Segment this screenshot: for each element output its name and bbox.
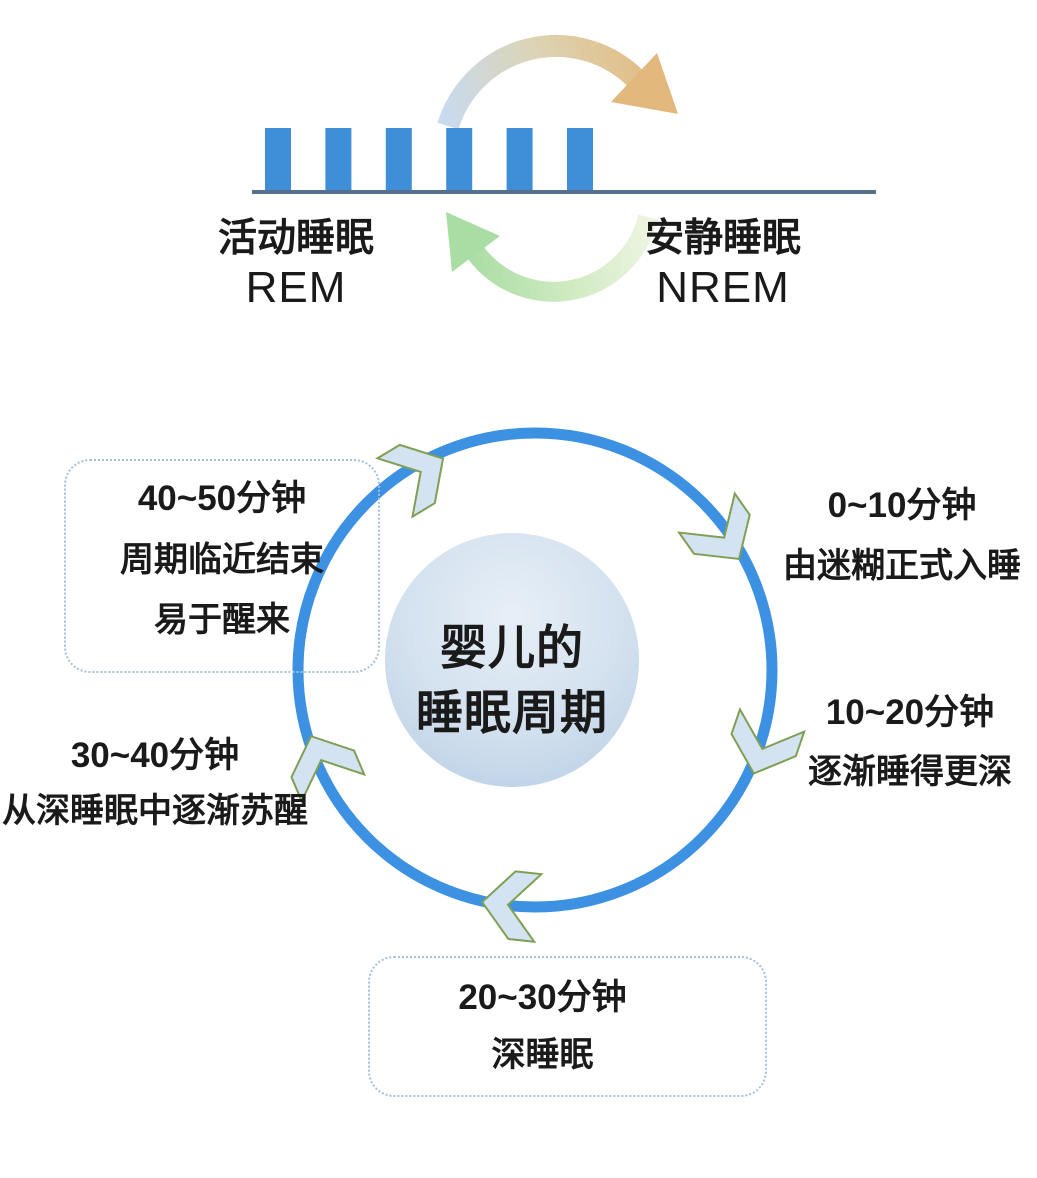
stage-desc: 由迷糊正式入睡 [783, 547, 1021, 585]
center-circle [385, 533, 639, 787]
stage-time: 40~50分钟 [137, 479, 307, 518]
ring-arrows [290, 443, 806, 943]
stage-40-50-box [64, 459, 380, 673]
stage-time: 30~40分钟 [70, 736, 240, 775]
sleep-bar [446, 128, 473, 190]
stage-20-30: 20~30分钟 深睡眠 [346, 978, 739, 1075]
cycle-ring [292, 427, 778, 913]
cycle-arc-top [437, 34, 644, 130]
sleep-bar [325, 128, 352, 190]
stage-desc: 易于醒来 [154, 601, 290, 639]
stage-desc: 逐渐睡得更深 [808, 753, 1012, 791]
sleep-bar [265, 128, 291, 190]
stage-desc: 深睡眠 [491, 1036, 594, 1074]
nrem-label: NREM [656, 263, 790, 312]
sleep-bar [506, 128, 533, 190]
rem-label-block: 活动睡眠 REM [136, 216, 456, 314]
cycle-arc-bottom [468, 214, 658, 302]
center-title: 婴儿的 睡眠周期 [342, 615, 682, 745]
ring-arrow-top-icon [375, 443, 445, 519]
sleep-bar [385, 128, 412, 190]
ring-arrow-right-top-icon [676, 491, 751, 561]
rem-nrem-cycle-icon [437, 34, 678, 302]
stage-desc: 周期临近结束 [120, 541, 324, 579]
cycle-arrowhead-left-icon [446, 212, 500, 272]
stage-time: 0~10分钟 [827, 486, 977, 525]
stage-20-30-box [368, 956, 767, 1097]
stage-desc: 从深睡眠中逐渐苏醒 [2, 792, 308, 830]
stage-30-40: 30~40分钟 从深睡眠中逐渐苏醒 [0, 736, 320, 831]
cycle-arrowhead-right-icon [611, 53, 678, 114]
center-title-line1: 婴儿的 [440, 621, 584, 674]
stage-time: 20~30分钟 [458, 978, 627, 1017]
stage-40-50: 40~50分钟 周期临近结束 易于醒来 [66, 479, 378, 640]
stage-0-10: 0~10分钟 由迷糊正式入睡 [757, 486, 1037, 586]
sleep-bars [265, 128, 593, 190]
ring-arrow-bottom-icon [480, 870, 544, 943]
active-sleep-label: 活动睡眠 [217, 217, 374, 260]
nrem-label-block: 安静睡眠 NREM [563, 216, 883, 314]
center-title-line2: 睡眠周期 [416, 686, 608, 739]
ring-arrow-left-icon [290, 734, 367, 804]
stage-10-20: 10~20分钟 逐渐睡得更深 [765, 693, 1037, 792]
stage-time: 10~20分钟 [825, 693, 995, 732]
quiet-sleep-label: 安静睡眠 [644, 217, 801, 260]
rem-label: REM [245, 263, 347, 312]
sleep-bar [567, 128, 593, 190]
ring-arrow-right-bottom-icon [730, 707, 806, 775]
